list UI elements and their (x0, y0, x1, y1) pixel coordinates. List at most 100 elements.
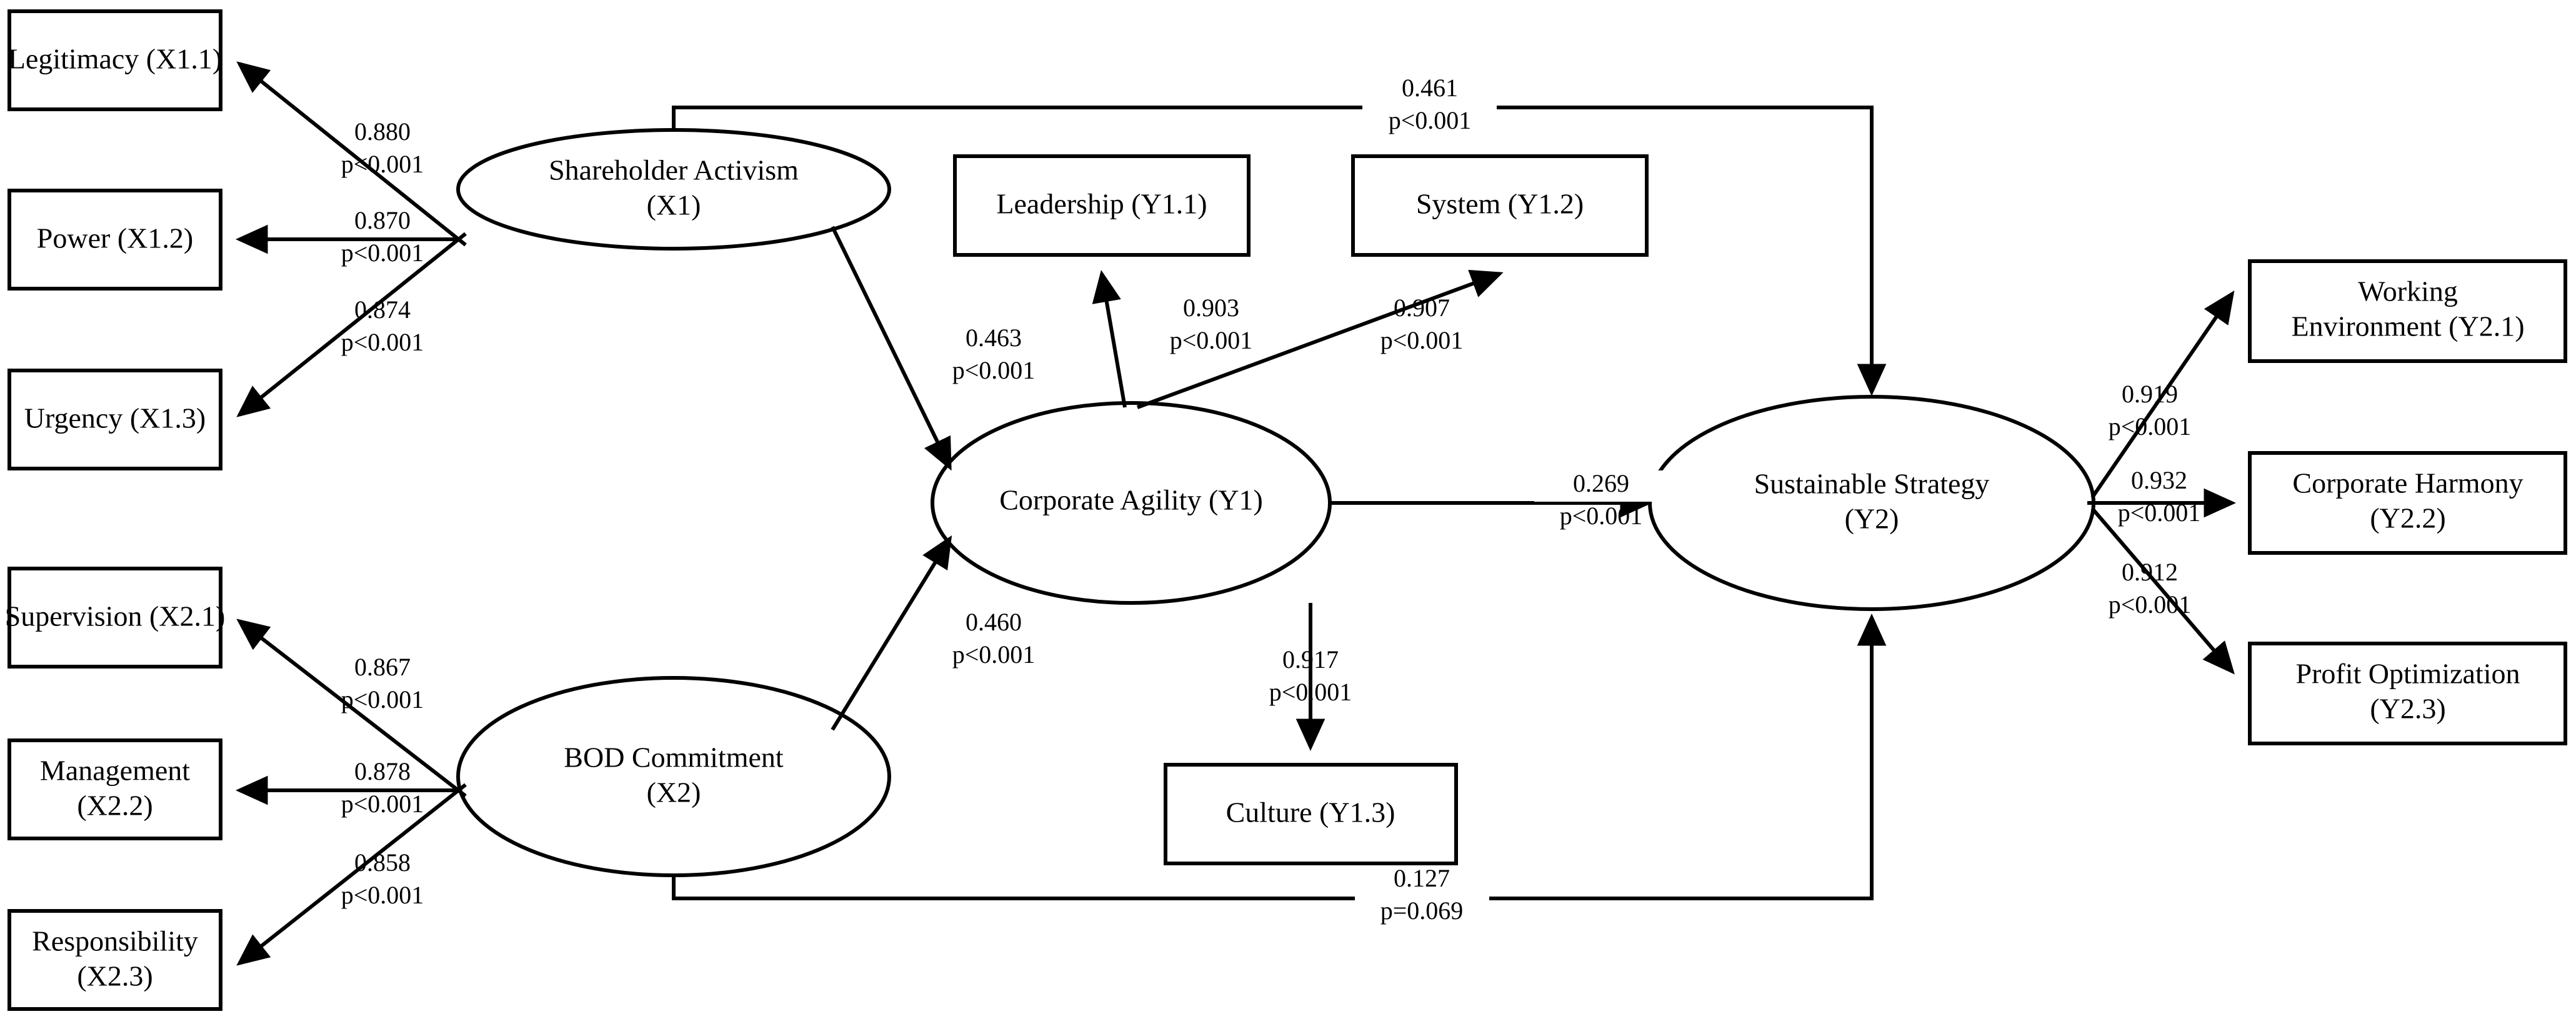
label-backdrop (1534, 470, 1669, 502)
indicator-box (7, 189, 222, 291)
measurement-path-x1-legitimacy (236, 61, 467, 247)
indicator-label-line2: Environment (Y2.1) (2291, 311, 2524, 342)
p-value: p<0.001 (1560, 502, 1643, 530)
coefficient-value: 0.903 (1183, 294, 1239, 322)
measurement-path-y1-leadership (1092, 270, 1127, 408)
indicator-label: Legitimacy (X1.1) (8, 43, 222, 75)
path-label-x2-supervision: 0.867 p<0.001 (341, 653, 424, 713)
p-value: p<0.001 (341, 328, 424, 356)
indicator-box (2248, 642, 2567, 745)
indicator-box (7, 738, 222, 840)
indicator-label-line2: (Y2.2) (2370, 502, 2445, 534)
measurement-path-y1-system (1136, 269, 1504, 409)
indicator-label: Profit Optimization (2295, 658, 2520, 690)
indicator-label: Power (X1.2) (37, 222, 193, 254)
path-label-y2-profit-optimization: 0.912 p<0.001 (2109, 558, 2192, 619)
path-label-x1-y1: 0.463 p<0.001 (952, 324, 1036, 384)
indicator-label: Leadership (Y1.1) (996, 188, 1207, 220)
path-label-x2-responsibility: 0.858 p<0.001 (341, 848, 424, 909)
indicator-label: Management (40, 755, 190, 787)
indicator-box (953, 154, 1251, 257)
coefficient-value: 0.463 (966, 324, 1022, 352)
p-value: p<0.001 (341, 790, 424, 818)
coefficient-value: 0.919 (2122, 380, 2178, 408)
coefficient-value: 0.917 (1282, 645, 1339, 674)
indicator-label: Corporate Harmony (2292, 467, 2523, 499)
measurement-path-x1-urgency (236, 232, 467, 417)
label-backdrop (1362, 92, 1497, 123)
indicator-label: Urgency (X1.3) (24, 402, 206, 434)
latent-corporate-agility: Corporate Agility (Y1) (931, 401, 1332, 605)
coefficient-value: 0.870 (354, 206, 411, 234)
p-value: p<0.001 (2118, 499, 2201, 527)
latent-label-line2: (X1) (647, 189, 701, 221)
p-value: p<0.001 (341, 150, 424, 178)
p-value: p<0.001 (1380, 326, 1464, 354)
indicator-label: Supervision (X2.1) (5, 600, 226, 632)
structural-path-x1-y1 (831, 226, 952, 471)
coefficient-value: 0.461 (1402, 74, 1458, 102)
indicator-legitimacy: Legitimacy (X1.1) (7, 9, 222, 111)
latent-label: BOD Commitment (564, 742, 784, 773)
path-label-x1-y2: 0.461 p<0.001 (1362, 74, 1497, 134)
path-label-y2-corporate-harmony: 0.932 p<0.001 (2118, 466, 2201, 527)
measurement-path-x2-supervision (236, 619, 467, 798)
latent-shareholder-activism: Shareholder Activism (X1) (456, 128, 891, 251)
coefficient-value: 0.932 (2131, 466, 2187, 494)
path-label-y2-working-environment: 0.919 p<0.001 (2109, 380, 2192, 440)
indicator-box (1351, 154, 1649, 257)
indicator-label: Responsibility (32, 925, 198, 957)
p-value: p<0.001 (1170, 326, 1253, 354)
indicator-culture: Culture (Y1.3) (1164, 763, 1458, 865)
p-value: p<0.001 (341, 881, 424, 909)
latent-label-line2: (Y2) (1845, 503, 1899, 535)
indicator-corporate-harmony: Corporate Harmony (Y2.2) (2248, 451, 2567, 555)
p-value: p<0.001 (341, 239, 424, 267)
indicator-box (7, 369, 222, 470)
latent-ellipse (456, 128, 891, 251)
p-value: p<0.001 (1389, 106, 1472, 134)
path-label-x1-power: 0.870 p<0.001 (341, 206, 424, 267)
indicator-box (7, 9, 222, 111)
path-label-x1-urgency: 0.874 p<0.001 (341, 296, 424, 356)
coefficient-value: 0.878 (354, 757, 411, 785)
path-label-x2-y1: 0.460 p<0.001 (952, 608, 1036, 669)
indicator-label-line2: (Y2.3) (2370, 693, 2445, 725)
indicator-box (1164, 763, 1458, 865)
indicator-urgency: Urgency (X1.3) (7, 369, 222, 470)
path-label-y1-system: 0.907 p<0.001 (1380, 294, 1464, 354)
indicator-system: System (Y1.2) (1351, 154, 1649, 257)
latent-sustainable-strategy: Sustainable Strategy (Y2) (1648, 395, 2095, 611)
indicator-label: System (Y1.2) (1416, 188, 1584, 220)
coefficient-value: 0.858 (354, 848, 411, 877)
indicator-profit-optimization: Profit Optimization (Y2.3) (2248, 642, 2567, 745)
indicator-box (2248, 259, 2567, 363)
path-label-y1-culture: 0.917 p<0.001 (1269, 645, 1352, 706)
indicator-supervision: Supervision (X2.1) (5, 567, 226, 669)
measurement-path-y2-working-environment (2090, 291, 2235, 499)
indicator-power: Power (X1.2) (7, 189, 222, 291)
indicator-working-environment: Working Environment (Y2.1) (2248, 259, 2567, 363)
p-value: p<0.001 (2109, 412, 2192, 440)
path-label-x1-legitimacy: 0.880 p<0.001 (341, 117, 424, 178)
coefficient-value: 0.880 (354, 117, 411, 146)
indicator-leadership: Leadership (Y1.1) (953, 154, 1251, 257)
coefficient-value: 0.269 (1573, 469, 1629, 497)
p-value: p<0.001 (952, 356, 1036, 384)
indicator-label: Working (2358, 276, 2458, 307)
structural-path-x2-y1 (831, 535, 952, 731)
measurement-path-x2-responsibility (236, 783, 467, 966)
latent-ellipse (456, 676, 891, 877)
coefficient-value: 0.867 (354, 653, 411, 681)
coefficient-value: 0.874 (354, 296, 411, 324)
measurement-path-y2-profit-optimization (2090, 507, 2235, 675)
indicator-box (7, 567, 222, 669)
p-value: p<0.001 (2109, 590, 2192, 619)
coefficient-value: 0.127 (1394, 864, 1450, 892)
p-value: p<0.001 (952, 640, 1036, 669)
p-value: p<0.001 (1269, 678, 1352, 706)
indicator-management: Management (X2.2) (7, 738, 222, 840)
latent-label: Sustainable Strategy (1754, 468, 1990, 500)
indicator-box (2248, 451, 2567, 555)
